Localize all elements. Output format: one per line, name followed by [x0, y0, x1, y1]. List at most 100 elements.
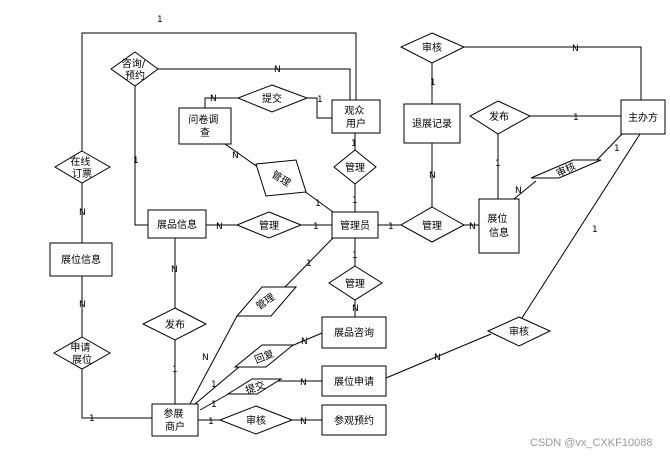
entity-visitor-user-label: 观众 用户	[344, 105, 367, 130]
rel-publish-top: 发布	[469, 100, 532, 135]
card-visitor-manage-1: 1	[351, 139, 357, 149]
card-exhibitor-audit-1: 1	[208, 417, 214, 427]
svg-text:管理: 管理	[422, 219, 442, 232]
rel-audit-top: 审核	[399, 32, 466, 64]
entity-exhibit-info: 展品信息	[147, 209, 207, 239]
svg-text:管理: 管理	[259, 219, 279, 232]
card-submit-visitor-1: 1	[317, 95, 323, 105]
card-organizer-auditbooth-1: 1	[614, 144, 620, 154]
svg-text:管理: 管理	[345, 161, 365, 174]
line-consult-exhibit	[134, 86, 148, 226]
svg-text:审核: 审核	[246, 414, 266, 427]
rel-audit-apply: 审核	[486, 316, 552, 347]
entity-exhibit-records-label: 退展记录	[412, 118, 452, 130]
card-publish-exhibitor-1: 1	[172, 365, 178, 375]
card-apply-auditapply-n: N	[434, 353, 441, 363]
rel-submit-top: 提交	[236, 84, 309, 113]
entity-questionnaire-label: 问卷调 查	[188, 113, 221, 139]
rel-apply-booth: 申请 展位	[52, 336, 112, 370]
line-order-visitor	[81, 32, 357, 160]
line-question-manage	[224, 143, 263, 171]
cardinality-labels: 1 N 1 N 1 1 1 N 1 N 1 1 N N 1 N 1 1 1 N …	[79, 15, 620, 427]
line-submit-visitor	[307, 97, 332, 119]
line-apply-exhibitor	[81, 369, 152, 419]
rel-manage-exhibitor: 管理	[235, 286, 298, 317]
card-exhibit-manage-n: N	[216, 222, 223, 232]
entity-exhibit-records: 退展记录	[403, 103, 461, 144]
line-xmanage-exhibitor	[189, 315, 238, 405]
svg-text:审核: 审核	[509, 325, 529, 338]
entity-organizer-label: 主办方	[628, 111, 658, 124]
entity-booth-apply-label: 展位申请	[334, 375, 374, 388]
card-auditbooth-booth-n: N	[515, 186, 522, 196]
line-auditapply-organizer	[521, 133, 641, 319]
rel-online-order: 在线 订票	[54, 150, 112, 184]
entity-exhibitor: 参展 商户	[151, 403, 199, 437]
line-exhibitor-reply	[194, 366, 240, 405]
line-organizer-auditbooth	[594, 133, 623, 163]
entity-booth-info-right-label: 展位 信息	[487, 212, 510, 239]
svg-text:申请 展位: 申请 展位	[70, 341, 93, 366]
rel-consult-booking: 咨询/ 预约	[110, 51, 159, 87]
svg-text:在线 订票: 在线 订票	[70, 155, 93, 180]
card-consult-visitor-n: N	[274, 65, 281, 75]
card-order-visitor-1: 1	[157, 15, 163, 25]
card-booth-apply-n: N	[79, 300, 86, 310]
card-reply-consult-n: N	[301, 337, 308, 347]
card-admin-rmanage-1: 1	[388, 222, 394, 232]
card-exhibitor-submit-1: 1	[211, 400, 217, 410]
entity-exhibit-consult: 展品咨询	[321, 316, 387, 349]
entity-visit-booking-label: 参观预约	[334, 414, 374, 427]
svg-text:提交: 提交	[262, 92, 282, 105]
card-apply-exhibitor-1: 1	[89, 414, 95, 424]
rel-audit-bottom: 审核	[218, 405, 294, 435]
card-audit-booking-n: N	[300, 417, 307, 427]
line-auditbooth-booth	[513, 180, 537, 200]
svg-text:审核: 审核	[422, 41, 442, 54]
entity-booth-info-left-label: 展位信息	[61, 253, 101, 266]
card-publish-organizer-1: 1	[573, 113, 579, 123]
svg-text:管理: 管理	[345, 277, 365, 290]
svg-text:咨询/ 预约: 咨询/ 预约	[122, 57, 149, 82]
card-qmanage-admin-1: 1	[315, 199, 321, 209]
rel-manage-consult: 管理	[328, 265, 383, 301]
rel-audit-booth: 审核	[530, 159, 602, 180]
card-order-booth-n: N	[79, 208, 86, 218]
line-consult-visitor	[158, 68, 351, 100]
line-audit-organizer	[464, 46, 642, 100]
card-publish-booth-1: 1	[495, 159, 501, 169]
card-exhibitor-reply-1: 1	[211, 380, 217, 390]
rel-manage-records: 管理	[399, 206, 466, 243]
svg-text:发布: 发布	[165, 318, 185, 331]
connector-lines	[81, 32, 642, 421]
entity-questionnaire: 问卷调 查	[178, 107, 232, 145]
card-consult-exhibit-1: 1	[133, 156, 139, 166]
line-question-submit	[204, 97, 238, 108]
rel-reply: 回复	[233, 344, 295, 368]
entity-exhibit-info-label: 展品信息	[157, 218, 197, 231]
entity-exhibit-consult-label: 展品咨询	[334, 326, 374, 339]
card-rmanage-booth-n: N	[469, 222, 476, 232]
watermark: CSDN @vx_CXKF10088	[530, 437, 652, 449]
line-exhibitor-submit	[199, 391, 233, 411]
rel-publish-bottom: 发布	[141, 307, 208, 341]
entity-booth-info-left: 展位信息	[49, 242, 113, 277]
line-admin-xmanage	[284, 237, 334, 288]
card-question-submit-n: N	[210, 94, 217, 104]
card-emanage-admin-1: 1	[313, 222, 319, 232]
card-admin-xmanage-1: 1	[306, 259, 312, 269]
card-submit-apply-n: N	[300, 378, 307, 388]
card-question-manage-n: N	[232, 151, 239, 161]
entity-admin-label: 管理员	[340, 219, 370, 232]
card-audit-records-1: 1	[430, 78, 436, 88]
rel-manage-question: 管理	[255, 159, 307, 197]
line-reply-consult	[288, 332, 323, 348]
rel-manage-visitor: 管理	[333, 149, 377, 185]
card-xmanage-exhibitor-n: N	[202, 353, 209, 363]
card-rmanage-records-n: N	[429, 171, 436, 181]
entity-organizer: 主办方	[620, 99, 666, 135]
card-auditapply-organizer-1: 1	[592, 225, 598, 235]
card-cmanage-consult-n: N	[352, 304, 359, 314]
card-admin-cmanage-1: 1	[352, 251, 358, 261]
